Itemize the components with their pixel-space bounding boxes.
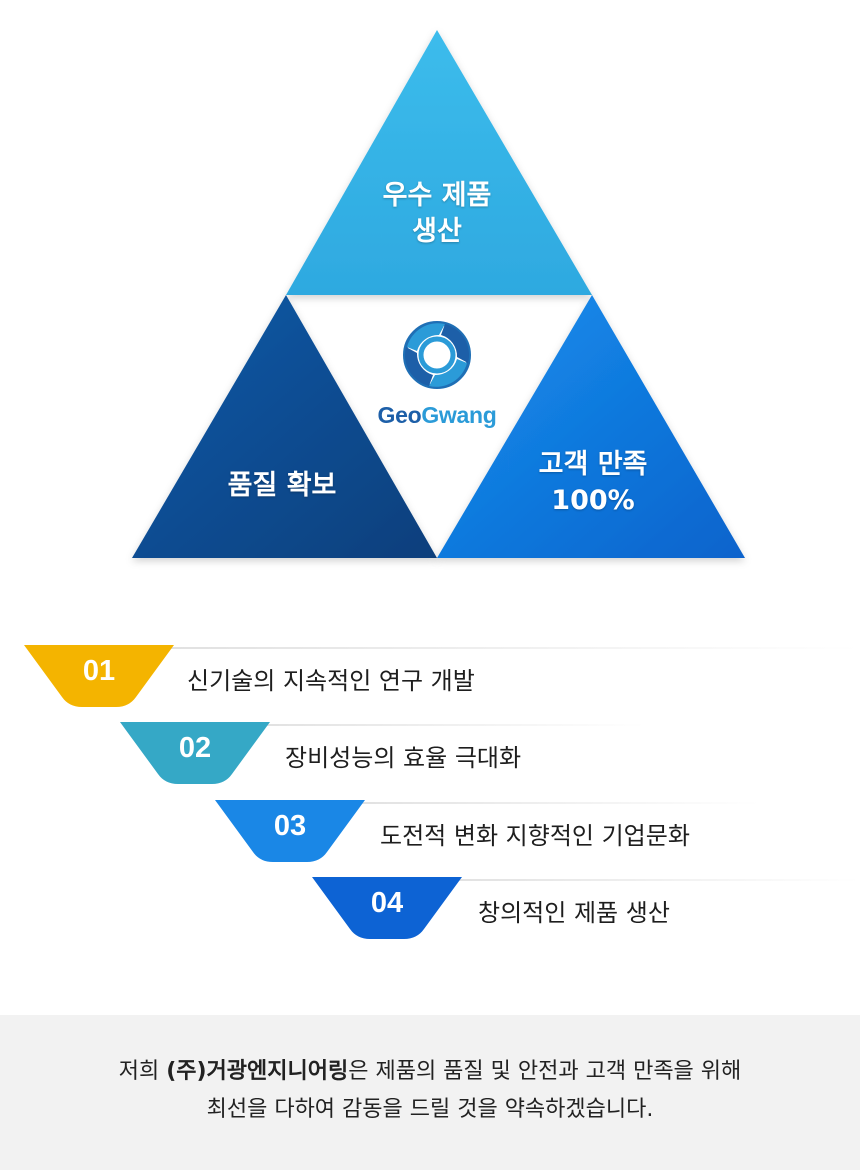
value-row-2: 02 장비성능의 효율 극대화 [0,722,860,792]
swirl-logo-icon [403,321,471,389]
number-badge: 02 [120,722,270,786]
row-divider [340,802,760,804]
right-triangle-label: 고객 만족 100% [539,447,648,519]
value-text: 장비성능의 효율 극대화 [285,744,522,772]
left-triangle [132,295,437,558]
row-divider [150,647,860,649]
top-triangle-label: 우수 제품 생산 [383,178,492,250]
footer-line-2: 최선을 다하여 감동을 드릴 것을 약속하겠습니다. [206,1097,654,1122]
number-badge: 01 [24,645,174,709]
value-row-1: 01 신기술의 지속적인 연구 개발 [0,645,860,715]
footer-line-1: 저희 (주)거광엔지니어링은 제품의 품질 및 안전과 고객 만족을 위해 [0,1053,860,1091]
company-name: (주)거광엔지니어링 [166,1059,349,1084]
pyramid-graphic [132,30,745,558]
right-label-line2: 100% [551,485,635,516]
row-divider [245,724,645,726]
number-badge: 03 [215,800,365,864]
badge-number: 02 [178,732,212,764]
footer-prefix: 저희 [118,1059,167,1084]
logo-wordmark: GeoGwang [377,402,496,429]
footer-line-1-rest: 은 제품의 품질 및 안전과 고객 만족을 위해 [348,1059,742,1084]
badge-number: 01 [82,655,116,687]
top-label-line1: 우수 제품 [382,180,492,211]
logo-word-gwang: Gwang [421,402,497,428]
row-divider [435,879,860,881]
badge-number: 03 [273,810,307,842]
badge-number: 04 [370,887,404,919]
right-triangle [437,295,745,558]
top-triangle [286,30,592,295]
value-text: 창의적인 제품 생산 [478,899,670,927]
number-badge: 04 [312,877,462,941]
logo-word-geo: Geo [377,402,422,428]
value-text: 신기술의 지속적인 연구 개발 [187,667,475,695]
left-triangle-label: 품질 확보 [228,468,337,504]
value-row-3: 03 도전적 변화 지향적인 기업문화 [0,800,860,870]
top-label-line2: 생산 [412,216,462,247]
footer-statement: 저희 (주)거광엔지니어링은 제품의 품질 및 안전과 고객 만족을 위해 최선… [0,1015,860,1170]
right-label-line1: 고객 만족 [538,449,648,480]
left-label-line1: 품질 확보 [227,470,337,501]
value-text: 도전적 변화 지향적인 기업문화 [380,822,690,850]
value-row-4: 04 창의적인 제품 생산 [0,877,860,947]
center-triangle [286,295,592,558]
